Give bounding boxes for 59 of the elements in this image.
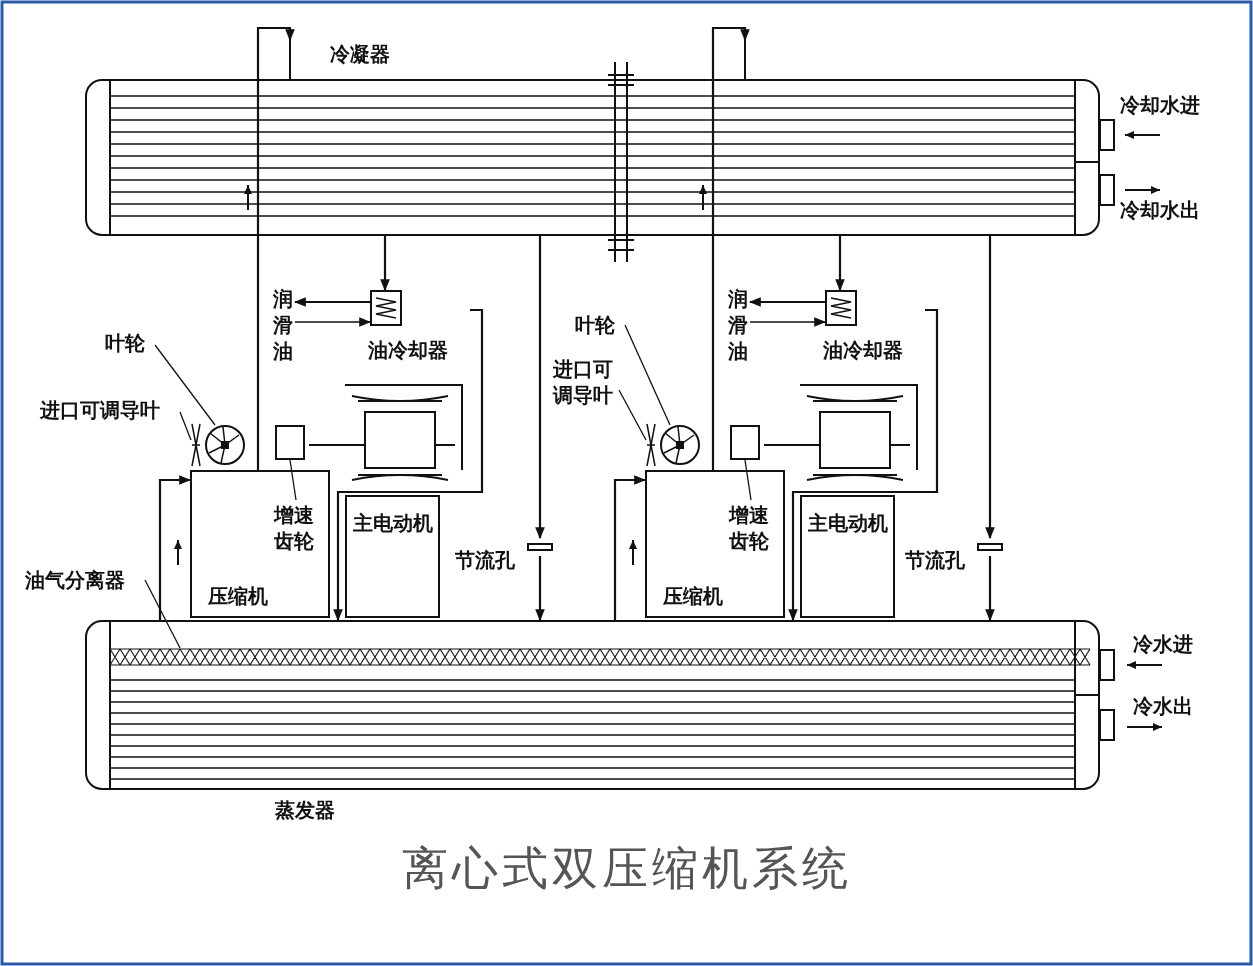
part-label: 增速齿轮 — [274, 502, 322, 556]
component-label: 压缩机 — [663, 584, 723, 608]
part-label: 油气分离器 — [25, 567, 145, 593]
guide-vane-drawing — [646, 423, 656, 467]
pipe-arrow — [711, 26, 750, 470]
pipe-arrow — [333, 308, 484, 622]
leader-line — [179, 411, 192, 441]
text-label: 冷却水进 — [1120, 93, 1200, 117]
compressor-housing — [645, 470, 785, 618]
pipe-arrow — [293, 297, 370, 307]
guide-vane-drawing — [191, 423, 201, 467]
leader-line — [618, 389, 647, 441]
part-label: 进口可调导叶 — [40, 397, 180, 423]
component-label: 油冷却器 — [823, 338, 903, 362]
text-label: 冷水出 — [1133, 694, 1193, 718]
compressor-housing — [190, 470, 330, 618]
component-label: 油冷却器 — [368, 338, 448, 362]
separator-mesh — [110, 648, 1090, 666]
pipe-arrow — [748, 297, 825, 307]
motor-housing-box — [800, 495, 895, 618]
pipe-arrow — [380, 235, 390, 292]
component-label: 压缩机 — [208, 584, 268, 608]
leader-line — [744, 459, 752, 501]
pipe-arrow — [985, 556, 995, 622]
component-label: 主电动机 — [808, 511, 888, 535]
gearbox — [275, 425, 305, 460]
pipe-arrow — [613, 475, 647, 620]
text-label: 冷却水出 — [1120, 198, 1200, 222]
pipe-arrow — [256, 26, 295, 470]
component-label: 冷凝器 — [330, 42, 390, 66]
part-label: 叶轮 — [105, 330, 155, 356]
impeller-drawing — [660, 425, 700, 465]
component-label: 蒸发器 — [275, 798, 335, 822]
leader-line — [289, 459, 297, 501]
title: 离心式双压缩机系统 — [400, 840, 853, 897]
pipe-arrow — [535, 556, 545, 622]
pipe-arrow — [535, 235, 545, 540]
pipe-arrow — [985, 235, 995, 540]
orifice-caption: 节流孔 — [455, 548, 515, 572]
part-label: 叶轮 — [575, 312, 625, 338]
leader-line — [154, 344, 216, 426]
pipe-arrow — [835, 235, 845, 292]
leader-line — [749, 317, 827, 327]
motor-housing-box — [345, 495, 440, 618]
component-label: 主电动机 — [353, 511, 433, 535]
text-label: 冷水进 — [1133, 632, 1193, 656]
pipe-arrow — [788, 308, 939, 622]
orifice-caption: 节流孔 — [905, 548, 965, 572]
part-label: 润滑油 — [728, 286, 750, 364]
condenser-drawing — [85, 40, 1115, 235]
part-label: 进口可调导叶 — [553, 356, 619, 408]
leader-line — [624, 324, 671, 426]
gearbox — [730, 425, 760, 460]
part-label: 增速齿轮 — [729, 502, 777, 556]
leader-line — [294, 317, 372, 327]
part-label: 润滑油 — [273, 286, 295, 364]
impeller-drawing — [205, 425, 245, 465]
pipe-arrow — [158, 475, 192, 620]
leader-line — [144, 579, 181, 649]
